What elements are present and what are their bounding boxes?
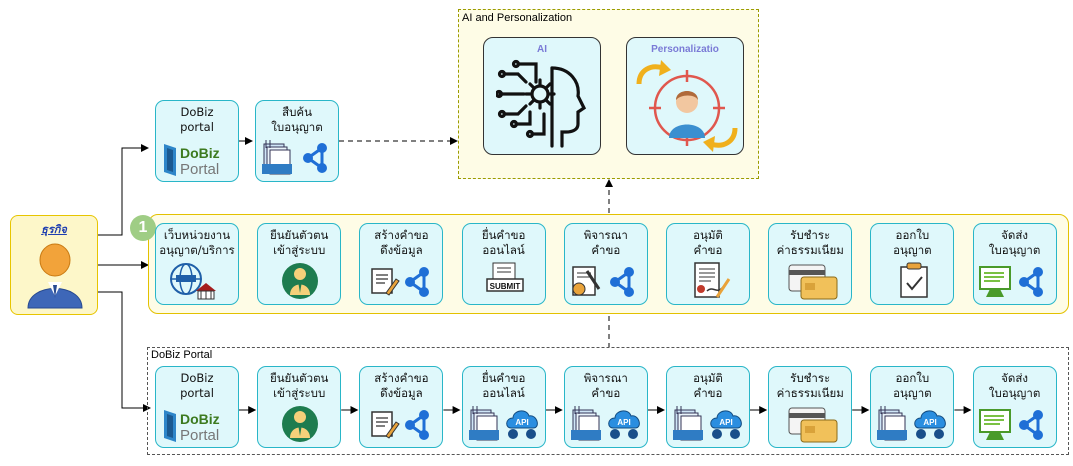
svg-text:DoBiz: DoBiz <box>180 145 220 161</box>
api-cloud-icon: API <box>871 404 953 444</box>
form-network-icon <box>360 261 442 301</box>
form-network-icon <box>360 404 442 444</box>
step-label: สร้างคำขอ ดึงข้อมูล <box>374 228 429 257</box>
step-label: สืบค้น ใบอนุญาต <box>271 105 323 134</box>
bottom_row-step-9[interactable]: จัดส่ง ใบอนุญาต <box>972 366 1057 448</box>
bottom_row-step-5[interactable]: พิจารณา คำขอ API <box>563 366 648 448</box>
mid_row-step-5[interactable]: พิจารณา คำขอ <box>563 223 648 305</box>
step-label: พิจารณา คำขอ <box>583 228 628 257</box>
license-issue-icon <box>871 261 953 301</box>
dobiz-group-title: DoBiz Portal <box>151 349 213 361</box>
svg-text:API: API <box>924 418 937 427</box>
step-label: ออกใบ อนุญาต <box>893 228 932 257</box>
step-label: ยื่นคำขอ ออนไลน์ <box>481 228 526 257</box>
mid_row-step-7[interactable]: รับชำระ ค่าธรรมเนียม <box>768 223 853 305</box>
step-label: รับชำระ ค่าธรรมเนียม <box>776 228 844 257</box>
step-label: พิจารณา คำขอ <box>583 371 628 400</box>
mid_row-step-3[interactable]: สร้างคำขอ ดึงข้อมูล <box>359 223 444 305</box>
bottom_row-step-6[interactable]: อนุมัติ คำขอ API <box>666 366 750 448</box>
step-label: ยืนยันตัวตน เข้าสู่ระบบ <box>269 228 329 257</box>
arrow-biz-top <box>98 144 149 236</box>
bottom_row-step-7[interactable]: รับชำระ ค่าธรรมเนียม <box>768 366 853 448</box>
personalization-box: Personalizatio <box>626 37 744 155</box>
mid_row-step-1[interactable]: เว็บหน่วยงาน อนุญาต/บริการ <box>155 223 239 305</box>
payment-card-icon <box>769 404 851 444</box>
dobiz-portal-group <box>147 347 1069 455</box>
business-actor[interactable]: ธุรกิจ <box>10 215 98 315</box>
business-person-icon <box>27 243 83 309</box>
mid_row-step-2[interactable]: ยืนยันตัวตน เข้าสู่ระบบ <box>257 223 342 305</box>
payment-card-icon <box>769 261 851 301</box>
step-label: อนุมัติ คำขอ <box>693 371 723 400</box>
submit-icon: SUBMIT <box>463 261 545 301</box>
step-label: ยืนยันตัวตน เข้าสู่ระบบ <box>269 371 329 400</box>
arrow-biz-bottom <box>98 291 151 412</box>
delivery-network-icon <box>974 261 1056 301</box>
api-cloud-icon: API <box>667 404 749 444</box>
api-cloud-icon: API <box>565 404 647 444</box>
ai-label: AI <box>537 44 547 55</box>
bottom_row-step-8[interactable]: ออกใบ อนุญาต API <box>870 366 955 448</box>
svg-text:API: API <box>515 418 528 427</box>
step-label: DoBiz portal <box>180 371 214 400</box>
mid_row-step-8[interactable]: ออกใบ อนุญาต <box>870 223 955 305</box>
delivery-network-icon <box>974 404 1056 444</box>
step-label: เว็บหน่วยงาน อนุญาต/บริการ <box>159 228 235 257</box>
step-label: สร้างคำขอ ดึงข้อมูล <box>374 371 429 400</box>
svg-text:Portal: Portal <box>180 161 219 178</box>
review-network-icon <box>565 261 647 301</box>
personalization-target-user-icon <box>636 60 738 152</box>
user-identity-icon <box>258 261 340 301</box>
bottom_row-step-4[interactable]: ยื่นคำขอ ออนไลน์ API <box>461 366 546 448</box>
bottom_row-step-3[interactable]: สร้างคำขอ ดึงข้อมูล <box>359 366 444 448</box>
svg-text:API: API <box>719 418 732 427</box>
step-label: จัดส่ง ใบอนุญาต <box>988 228 1041 257</box>
ai-group-title: AI and Personalization <box>462 12 573 24</box>
mid_row-step-4[interactable]: ยื่นคำขอ ออนไลน์ SUBMIT <box>461 223 546 305</box>
svg-text:Portal: Portal <box>180 427 219 444</box>
mid_row-step-9[interactable]: จัดส่ง ใบอนุญาต <box>972 223 1057 305</box>
user-identity-icon <box>258 404 340 444</box>
top_row-step-2[interactable]: สืบค้น ใบอนุญาต <box>255 100 339 182</box>
ai-box: AI <box>483 37 601 155</box>
svg-text:SUBMIT: SUBMIT <box>489 282 520 291</box>
svg-text:API: API <box>617 418 630 427</box>
web-government-icon <box>156 261 238 301</box>
step-label: จัดส่ง ใบอนุญาต <box>988 371 1041 400</box>
license-search-network-icon <box>256 138 338 178</box>
step-label: ยื่นคำขอ ออนไลน์ <box>481 371 526 400</box>
step-number-badge: 1 <box>130 215 156 241</box>
api-cloud-icon: API <box>463 404 545 444</box>
step-label: DoBiz portal <box>180 105 214 134</box>
step-label: ออกใบ อนุญาต <box>893 371 932 400</box>
bottom_row-step-2[interactable]: ยืนยันตัวตน เข้าสู่ระบบ <box>257 366 342 448</box>
approve-document-icon <box>667 261 749 301</box>
ai-brain-circuit-icon <box>496 59 587 148</box>
svg-text:DoBiz: DoBiz <box>180 411 220 427</box>
step-label: รับชำระ ค่าธรรมเนียม <box>776 371 844 400</box>
mid_row-step-6[interactable]: อนุมัติ คำขอ <box>666 223 750 305</box>
step-label: อนุมัติ คำขอ <box>693 228 723 257</box>
business-label: ธุรกิจ <box>41 223 67 236</box>
personalization-label: Personalizatio <box>651 44 719 55</box>
